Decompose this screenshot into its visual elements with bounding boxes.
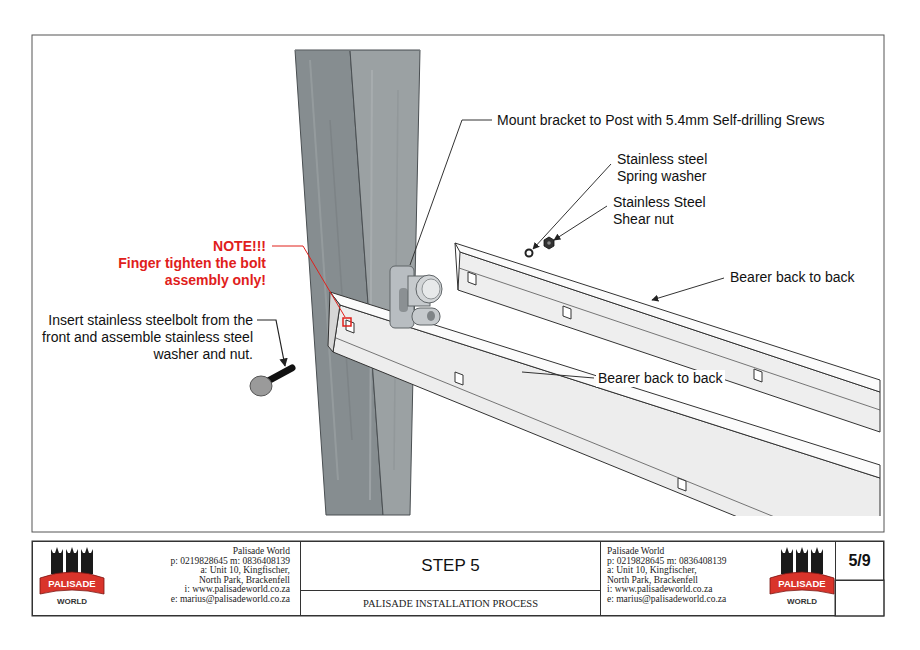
leader-line <box>410 120 492 265</box>
leader-line <box>522 372 594 378</box>
callout-label: Bearer back to back <box>730 269 855 286</box>
logo-text: PALISADE <box>770 578 834 590</box>
post-top <box>295 50 420 51</box>
process-cell: PALISADE INSTALLATION PROCESS <box>300 590 601 616</box>
leader-line <box>652 278 724 300</box>
assembly-drawing <box>250 50 880 516</box>
bolt-head <box>250 376 272 396</box>
note-leader-line <box>272 246 345 317</box>
logo-text: PALISADE <box>40 578 104 590</box>
title-block-frame <box>32 541 884 616</box>
logo-banner <box>40 572 104 594</box>
shear-nut <box>544 237 554 249</box>
contact-line: a: Unit 10, Kingfischer, <box>33 566 290 576</box>
bracket-slot <box>399 288 408 312</box>
galvanised-streak <box>330 120 352 440</box>
note-heading: NOTE!!! <box>186 238 266 255</box>
logo-text: WORLD <box>770 597 834 607</box>
process-name: PALISADE INSTALLATION PROCESS <box>363 598 538 609</box>
bearer-hole <box>678 478 686 491</box>
bracket-barrel <box>416 275 442 303</box>
leader-line <box>554 206 607 240</box>
page-cell: 5/9 <box>835 541 884 581</box>
logo-picket <box>796 547 808 574</box>
galvanised-streak <box>370 70 372 500</box>
bearer-end <box>455 243 458 290</box>
bearer-web <box>333 305 880 516</box>
page-number: 5/9 <box>848 552 870 570</box>
bearer-hole <box>468 272 476 285</box>
logo-picket <box>811 547 823 574</box>
bearer-hole <box>455 372 463 385</box>
callout-label: Stainless Steel Shear nut <box>613 194 723 228</box>
galvanised-streak <box>310 60 338 480</box>
callout-label: Bearer back to back <box>596 370 725 387</box>
bracket-lug-hole <box>427 311 435 321</box>
callout-label: Insert stainless steelbolt from the fron… <box>39 312 253 363</box>
shear-nut <box>547 241 551 245</box>
logo-picket <box>66 547 78 574</box>
contact-line: p: 0219828645 m: 0836408139 <box>607 557 835 567</box>
note-text: Finger tighten the bolt assembly only! <box>90 255 266 289</box>
contact-line: Palisade World <box>33 547 290 557</box>
company-logo <box>770 547 834 594</box>
bearer-hole <box>754 369 762 382</box>
logo-picket <box>781 547 793 574</box>
bearer-seam <box>336 338 880 516</box>
leader-line <box>257 320 285 366</box>
contact-line: p: 0219828645 m: 0836408139 <box>33 557 290 567</box>
callout-label: Stainless steel Spring washer <box>617 151 727 185</box>
contact-line: Palisade World <box>607 547 835 557</box>
logo-picket <box>81 547 93 574</box>
spring-washer <box>526 250 533 257</box>
bracket-barrel <box>422 279 440 299</box>
logo-banner <box>770 572 834 594</box>
bearer-end <box>328 292 340 352</box>
logo-text: WORLD <box>40 597 104 607</box>
logo-picket <box>51 547 63 574</box>
callout-label: Mount bracket to Post with 5.4mm Self-dr… <box>497 112 825 129</box>
bolt-shank <box>268 368 292 381</box>
bearer-hole <box>563 306 571 319</box>
bearer-flange <box>330 292 880 478</box>
step-title: STEP 5 <box>421 556 479 576</box>
bolt-hole-marker <box>343 318 351 326</box>
leader-line <box>533 164 611 249</box>
company-logo <box>40 547 104 594</box>
step-cell: STEP 5 <box>300 541 601 591</box>
title-block-cell <box>835 580 884 616</box>
bracket-lug <box>412 308 440 325</box>
contact-line: a: Unit 10, Kingfischer, <box>607 566 835 576</box>
